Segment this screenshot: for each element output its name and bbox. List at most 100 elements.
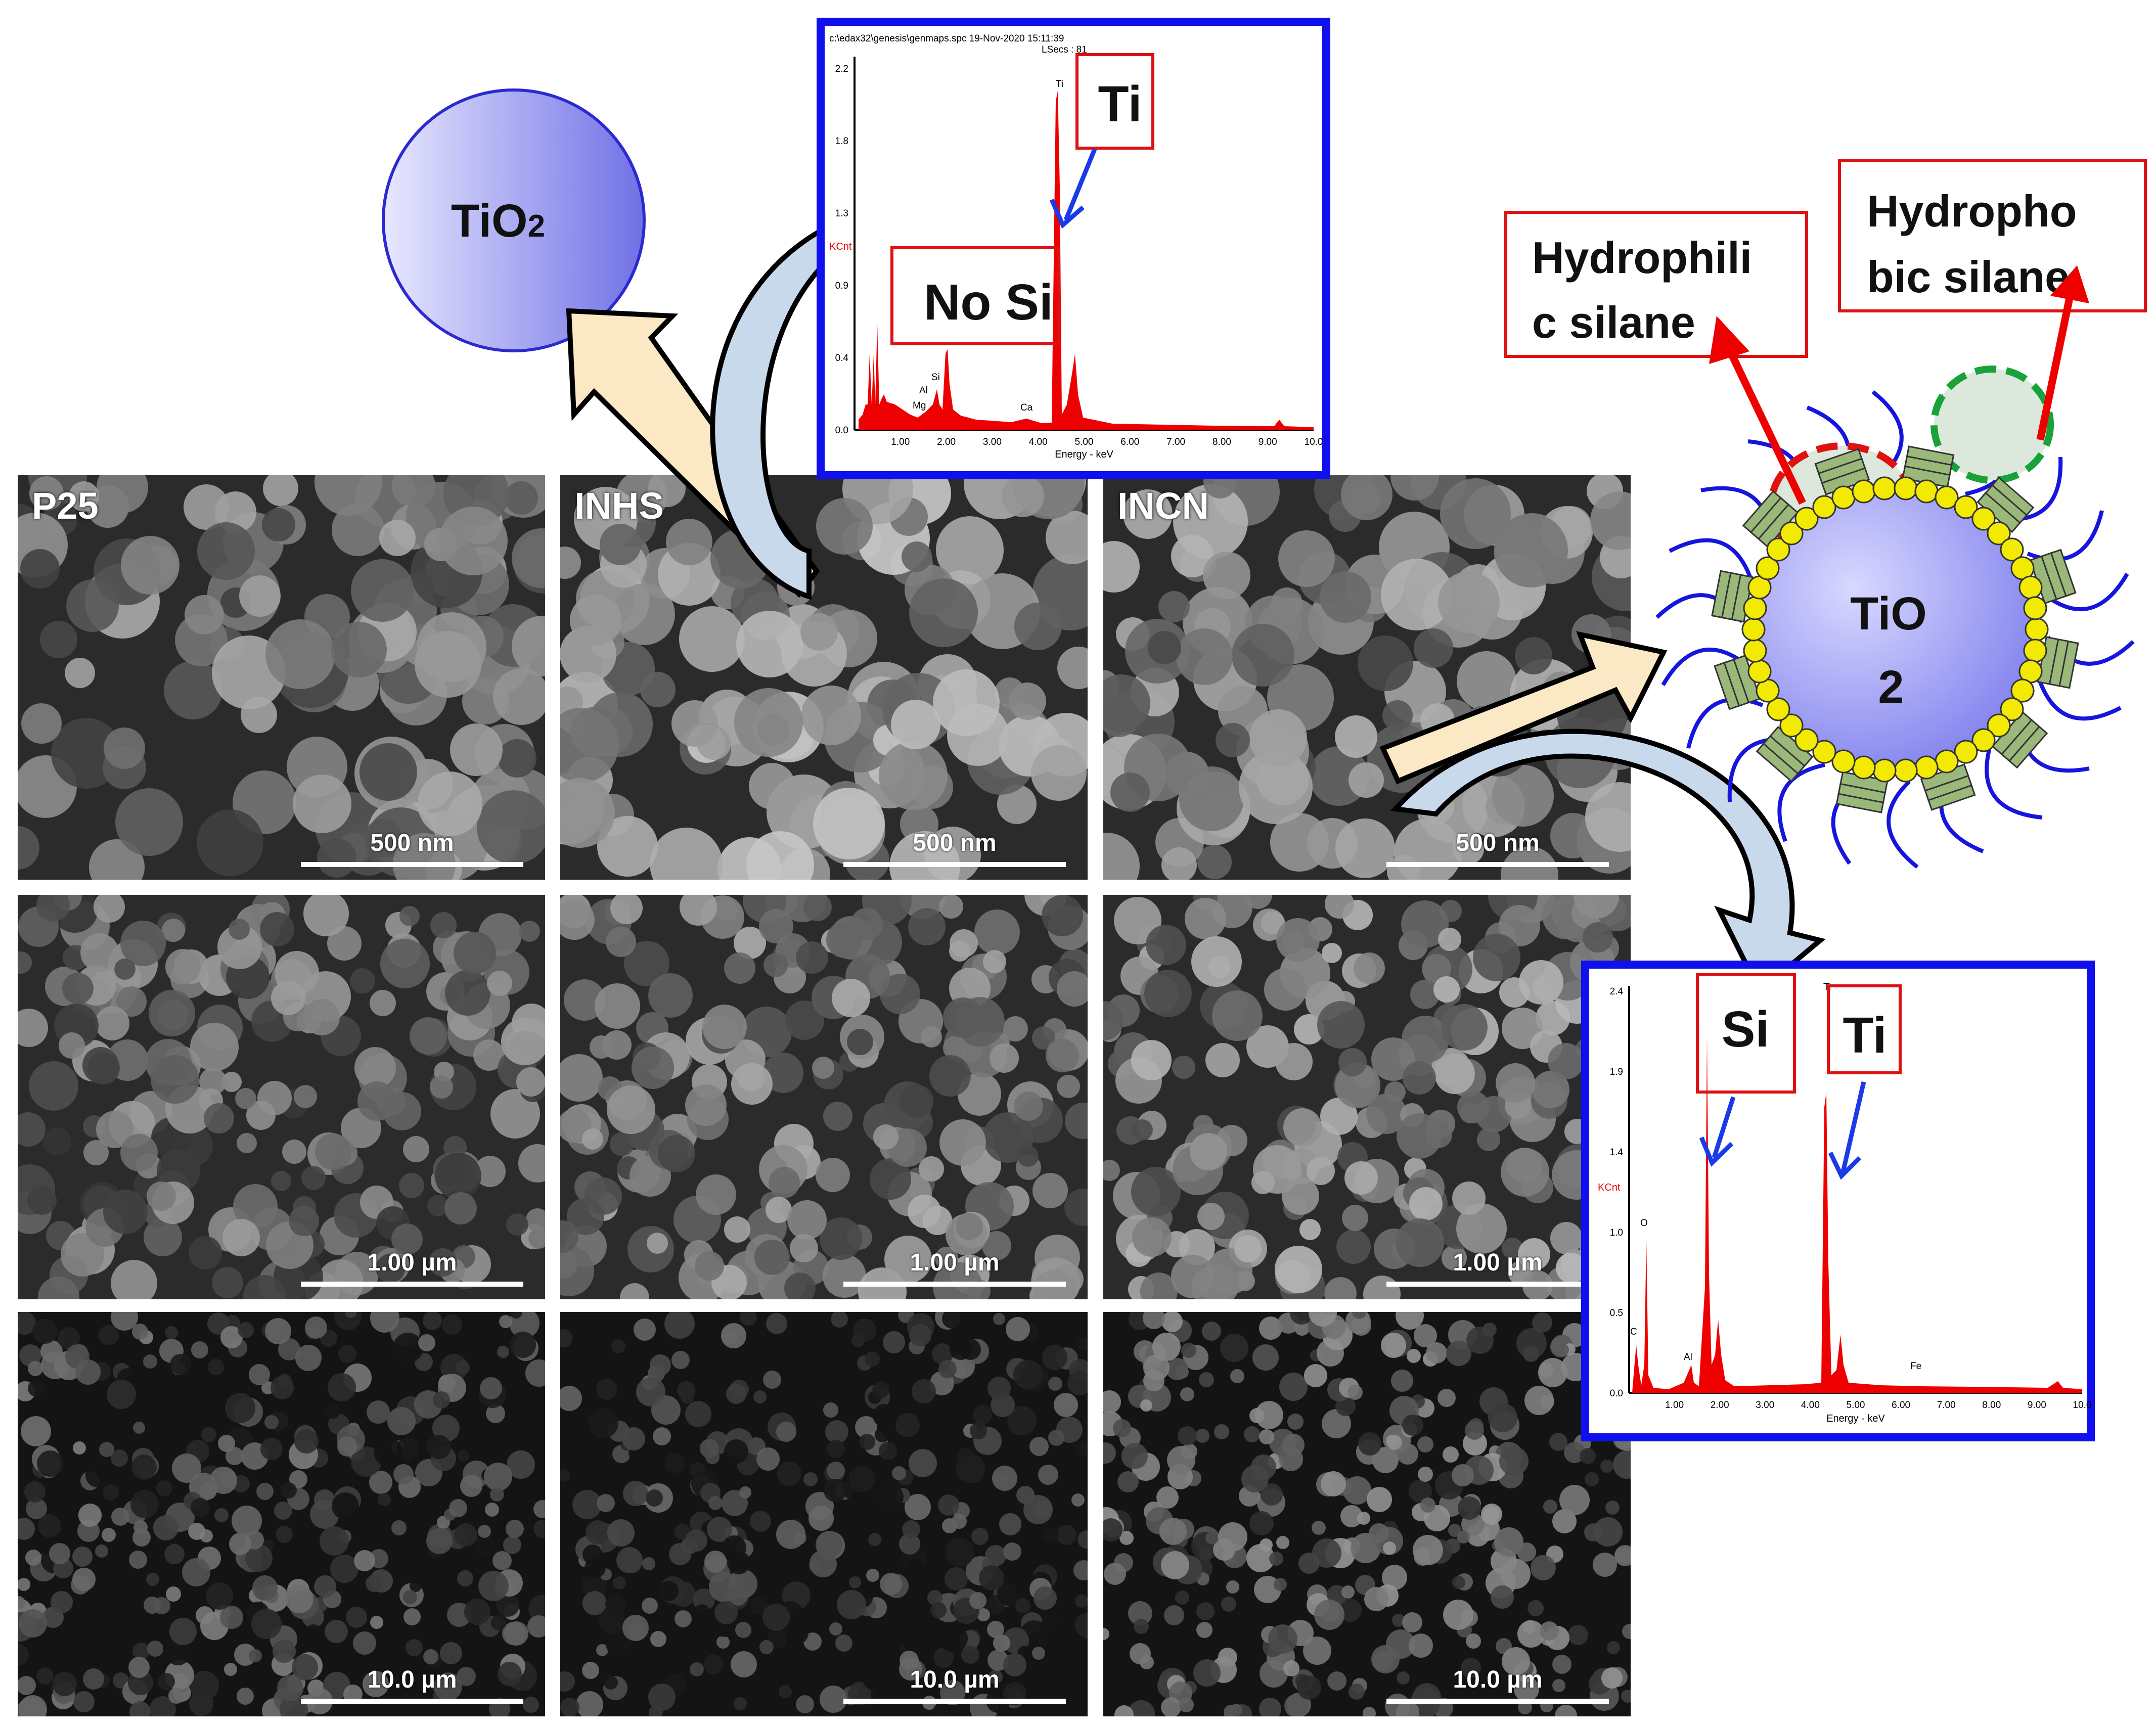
sem-texture: [560, 475, 1088, 880]
edx-x-tick-label: 5.00: [1075, 437, 1094, 447]
edx-top-callout-ti: Ti: [1098, 76, 1142, 132]
sem-panel-label: INHS: [574, 485, 664, 527]
edx-x-tick-label: 9.00: [1259, 437, 1277, 447]
linker-bead: [1812, 740, 1836, 764]
edx-x-tick-label: 5.00: [1847, 1400, 1865, 1411]
edx-y-tick-label: 1.0: [1610, 1228, 1623, 1238]
linker-bead: [1935, 485, 1959, 510]
edx-bottom-x-label: Energy - keV: [1826, 1413, 1885, 1424]
edx-top-callout-ti-box: [1075, 53, 1154, 150]
edx-x-tick-label: 9.00: [2028, 1400, 2046, 1411]
edx-bottom-peak-c: C: [1630, 1327, 1637, 1337]
edx-top-peak-mg: Mg: [913, 400, 926, 411]
edx-y-tick-label: 1.8: [835, 136, 848, 147]
hydrophobic-tail: [2042, 572, 2129, 611]
edx-x-tick-label: 2.00: [937, 437, 956, 447]
edx-y-tick-label: 0.0: [1610, 1388, 1623, 1399]
sem-texture: [18, 895, 545, 1299]
sem-panel-label: INCN: [1117, 485, 1209, 527]
edx-x-tick-label: 4.00: [1029, 437, 1048, 447]
hydrophobic-tail: [1887, 780, 1919, 869]
hydrophobic-label-2: bic silane: [1867, 252, 2070, 302]
edx-y-tick-label: 1.9: [1610, 1067, 1623, 1077]
linker-bead: [1954, 740, 1978, 764]
linker-bead: [1914, 755, 1939, 780]
linker-bead: [1872, 476, 1897, 501]
linker-bead: [1794, 728, 1819, 752]
sem-panel: 10.0 µm: [1103, 1312, 1631, 1716]
hydrophobic-tail: [1669, 538, 1753, 580]
edx-spectrum-top: c:\edax32\genesis\genmaps.spc 19-Nov-202…: [817, 18, 1330, 479]
edx-y-tick-label: 0.5: [1610, 1308, 1623, 1319]
linker-bead: [1831, 749, 1856, 774]
hydrophobic-tail: [2037, 678, 2122, 721]
sem-scale-label: 1.00 µm: [1453, 1249, 1543, 1276]
linker-beads: [1741, 476, 2049, 783]
linker-bead: [2023, 596, 2047, 620]
edx-top-header-2: LSecs : 81: [1042, 44, 1087, 55]
edx-x-tick-label: 8.00: [1982, 1400, 2001, 1411]
sem-texture: [560, 895, 1088, 1299]
sem-scale-bar: [843, 1282, 1066, 1287]
linker-bead: [1794, 507, 1819, 531]
edx-x-tick-label: 6.00: [1120, 437, 1139, 447]
linker-bead: [1935, 749, 1959, 774]
edx-x-tick-label: 3.00: [983, 437, 1002, 447]
functionalized-core-label-2: 2: [1878, 661, 1904, 713]
tio2-sphere-circle: [382, 88, 646, 352]
edx-bottom-callout-si: Si: [1722, 1001, 1769, 1058]
sem-scale-label: 1.00 µm: [367, 1249, 457, 1276]
sem-scale-bar: [1386, 1282, 1609, 1287]
linker-bead: [1987, 713, 2011, 738]
edx-top-callout-nosi-box: [890, 246, 1060, 345]
linker-bead: [1872, 758, 1897, 783]
hydrophobic-zone: [1930, 366, 2054, 484]
linker-bead: [1766, 697, 1790, 721]
edx-top-peak-si: Si: [931, 372, 940, 383]
linker-bead: [1743, 639, 1767, 663]
edx-bottom-pointer-ti-head: [1828, 1152, 1862, 1180]
edx-bottom-peak-fe: Fe: [1910, 1361, 1921, 1372]
tio2-sphere: TiO2: [382, 88, 646, 352]
hydrophobic-arrow: [2036, 290, 2075, 441]
edx-x-tick-label: 8.00: [1212, 437, 1231, 447]
sem-scale-bar: [1386, 1699, 1609, 1704]
sem-panel: 1.00 µm: [18, 895, 545, 1299]
edx-x-tick-label: 1.00: [1665, 1400, 1684, 1411]
functionalized-core-label-1: TiO: [1850, 588, 1927, 640]
edx-bottom-callout-ti: Ti: [1843, 1007, 1887, 1064]
linker-bead: [2023, 639, 2047, 663]
curved-arrow-to-bottom-edx: [1390, 729, 1826, 995]
edx-bottom-y-unit: KCnt: [1598, 1182, 1621, 1193]
linker-bead: [1894, 758, 1918, 783]
edx-top-pointer: [1063, 148, 1097, 221]
hydrophilic-box: [1504, 211, 1808, 358]
edx-top-y-unit: KCnt: [829, 241, 852, 252]
sem-panel: P25 500 nm: [18, 475, 545, 880]
edx-top-x-label: Energy - keV: [1055, 449, 1113, 460]
hydrophilic-arrow-head: [1709, 316, 1749, 364]
sem-scale-label: 500 nm: [1456, 830, 1540, 856]
linker-bead: [1894, 476, 1918, 501]
sem-panel-label: P25: [32, 485, 99, 527]
sem-scale-label: 1.00 µm: [910, 1249, 1000, 1276]
linker-bead: [1971, 728, 1996, 752]
linker-bead: [1971, 507, 1996, 531]
edx-bottom-pointer-ti: [1840, 1081, 1866, 1173]
sem-scale-bar: [301, 1282, 523, 1287]
linker-bead: [2010, 678, 2035, 703]
linker-bead: [2000, 697, 2024, 721]
edx-bottom-pointer-si-head: [1699, 1137, 1734, 1167]
edx-y-tick-label: 0.4: [835, 353, 849, 364]
linker-bead: [1914, 479, 1939, 504]
hydrophobic-label-1: Hydropho: [1867, 186, 2077, 236]
sem-scale-label: 500 nm: [370, 830, 454, 856]
linker-bead: [2025, 617, 2049, 642]
edx-y-tick-label: 1.4: [1610, 1147, 1624, 1158]
edx-x-tick-label: 10.0: [2073, 1400, 2092, 1411]
edx-bottom-peak-o: O: [1640, 1218, 1648, 1229]
sem-scale-bar: [301, 1699, 523, 1704]
edx-top-y-ticks: 2.21.81.30.90.40.0: [835, 64, 849, 436]
